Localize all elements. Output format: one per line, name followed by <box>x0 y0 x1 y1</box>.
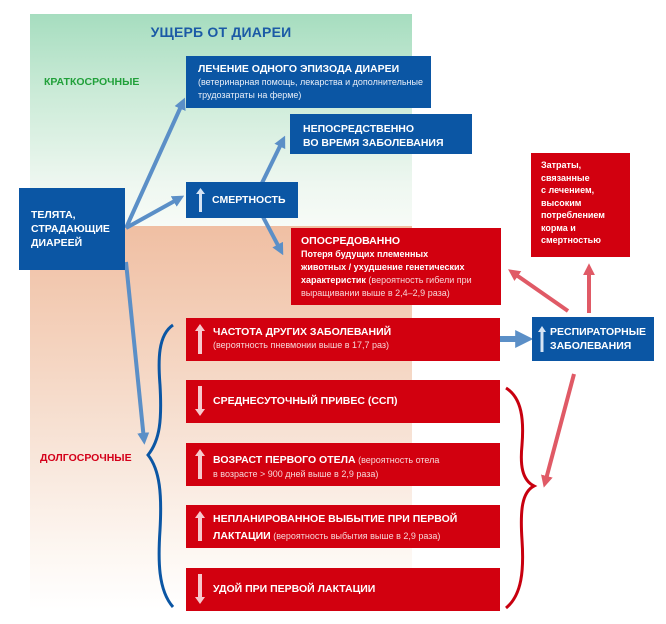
diagram-title: УЩЕРБ ОТ ДИАРЕИ <box>150 24 292 40</box>
short-term-label: КРАТКОСРОЧНЫЕ <box>44 76 140 88</box>
costs-line-1: Затраты, <box>541 160 582 170</box>
indirect-detail-4: выращивании выше в 2,4–2,9 раза) <box>301 288 450 298</box>
treatment-detail-1: (ветеринарная помощь, лекарства и дополн… <box>198 77 423 87</box>
item-heading-2: ЛАКТАЦИИ <box>213 530 271 542</box>
long-term-label: ДОЛГОСРОЧНЫЕ <box>40 452 132 464</box>
item-detail-2: в возрасте > 900 дней выше в 2,9 раза) <box>213 469 379 479</box>
costs-line-2: связанные <box>541 172 590 183</box>
indirect-death-box: ОПОСРЕДОВАННО Потеря будущих племенных ж… <box>291 228 501 305</box>
direct-death-box: НЕПОСРЕДСТВЕННО ВО ВРЕМЯ ЗАБОЛЕВАНИЯ <box>290 114 472 154</box>
direct-line-1: НЕПОСРЕДСТВЕННО <box>303 123 415 135</box>
item-detail: (вероятность пневмонии выше в 17,7 раз) <box>213 340 390 350</box>
indirect-bold-2: животных / ухудшение генетических <box>301 261 465 272</box>
costs-box: Затраты, связанные с лечением, высоким п… <box>531 153 630 257</box>
arrow-mortality-to-direct <box>260 135 286 184</box>
arrow-up-icon <box>195 324 205 359</box>
item-detail: (вероятность отела <box>355 455 440 465</box>
indirect-bold-1: Потеря будущих племенных <box>301 249 429 259</box>
arrow-respiratory-to-indirect <box>508 269 570 313</box>
treatment-heading: ЛЕЧЕНИЕ ОДНОГО ЭПИЗОДА ДИАРЕИ <box>198 63 400 75</box>
indirect-heading: ОПОСРЕДОВАННО <box>301 235 401 247</box>
long-term-item: ВОЗРАСТ ПЕРВОГО ОТЕЛА (вероятность отела… <box>186 443 500 486</box>
respiratory-box: РЕСПИРАТОРНЫЕ ЗАБОЛЕВАНИЯ <box>532 317 654 361</box>
treatment-box: ЛЕЧЕНИЕ ОДНОГО ЭПИЗОДА ДИАРЕИ (ветеринар… <box>186 56 431 108</box>
direct-line-2: ВО ВРЕМЯ ЗАБОЛЕВАНИЯ <box>303 137 444 149</box>
costs-line-7: смертностью <box>541 235 601 245</box>
mortality-heading: СМЕРТНОСТЬ <box>212 194 286 206</box>
item-detail-2: (вероятность выбытия выше в 2,9 раза) <box>270 531 441 541</box>
costs-line-3: с лечением, <box>541 185 595 195</box>
costs-line-6: корма и <box>541 222 576 233</box>
item-heading: НЕПЛАНИРОВАННОЕ ВЫБЫТИЕ ПРИ ПЕРВОЙ <box>213 513 458 525</box>
arrow-source-to-treatment <box>124 97 186 229</box>
indirect-bold-3: характеристик <box>301 275 366 285</box>
arrow-up-icon <box>538 326 546 357</box>
costs-line-5: потреблением <box>541 210 605 220</box>
arrow-respiratory-to-long-term <box>541 373 576 488</box>
respiratory-line-1: РЕСПИРАТОРНЫЕ <box>550 326 647 338</box>
arrow-up-icon <box>195 449 205 484</box>
arrow-mortality-to-indirect <box>260 214 284 256</box>
item-heading: СРЕДНЕСУТОЧНЫЙ ПРИВЕС (ССП) <box>213 395 398 407</box>
respiratory-line-2: ЗАБОЛЕВАНИЯ <box>550 340 632 352</box>
arrow-down-icon <box>195 574 205 609</box>
arrow-up-icon <box>196 188 205 217</box>
long-term-item: УДОЙ ПРИ ПЕРВОЙ ЛАКТАЦИИ <box>186 568 500 611</box>
source-line-2: СТРАДАЮЩИЕ <box>31 223 110 235</box>
costs-line-4: высоким <box>541 197 582 208</box>
treatment-detail-2: трудозатраты на ферме) <box>198 89 302 100</box>
source-line-1: ТЕЛЯТА, <box>31 209 76 221</box>
arrow-down-icon <box>195 386 205 421</box>
long-term-item: НЕПЛАНИРОВАННОЕ ВЫБЫТИЕ ПРИ ПЕРВОЙ ЛАКТА… <box>186 505 500 548</box>
long-term-item: ЧАСТОТА ДРУГИХ ЗАБОЛЕВАНИЙ (вероятность … <box>186 318 500 361</box>
mortality-box: СМЕРТНОСТЬ <box>186 182 298 218</box>
arrow-source-to-long-term <box>124 261 150 445</box>
item-heading: ЧАСТОТА ДРУГИХ ЗАБОЛЕВАНИЙ <box>213 326 392 338</box>
arrow-up-icon <box>195 511 205 546</box>
source-line-3: ДИАРЕЕЙ <box>31 237 83 249</box>
indirect-detail-3: (вероятность гибели при <box>365 275 472 285</box>
arrow-source-to-mortality <box>125 195 185 230</box>
right-brace <box>504 386 538 610</box>
item-heading: УДОЙ ПРИ ПЕРВОЙ ЛАКТАЦИИ <box>213 583 376 595</box>
item-heading: ВОЗРАСТ ПЕРВОГО ОТЕЛА <box>213 454 356 466</box>
source-box: ТЕЛЯТА, СТРАДАЮЩИЕ ДИАРЕЕЙ <box>19 188 125 270</box>
left-brace <box>146 323 175 608</box>
long-term-item: СРЕДНЕСУТОЧНЫЙ ПРИВЕС (ССП) <box>186 380 500 423</box>
